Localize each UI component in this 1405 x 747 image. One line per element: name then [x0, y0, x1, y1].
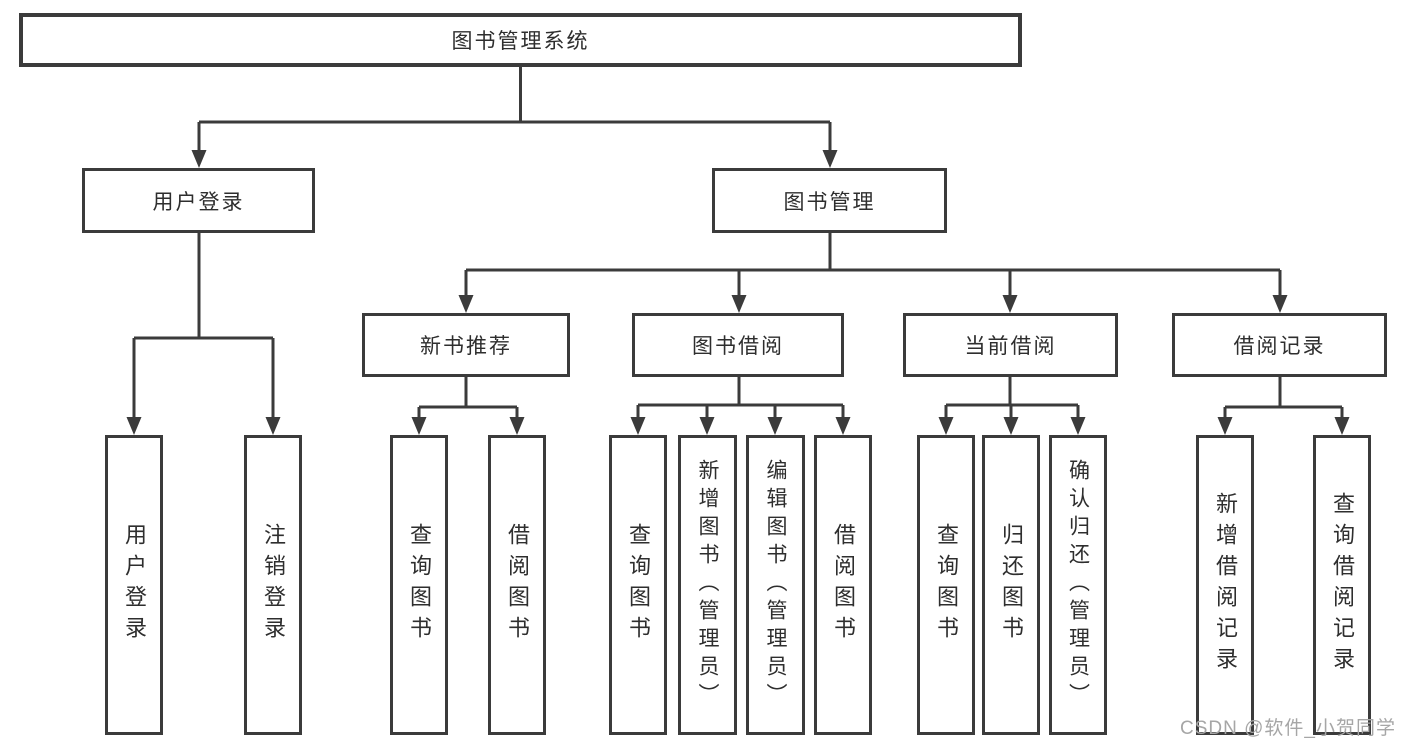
leaf-label: 借阅图书 — [505, 523, 530, 647]
leaf-label: 新增借阅记录 — [1213, 492, 1238, 678]
leaf-label: 查询图书 — [934, 523, 959, 647]
leaf-label: 用户登录 — [122, 523, 147, 647]
node-current-borrowing: 当前借阅 — [903, 313, 1118, 377]
leaf-label: 新增图书（管理员） — [696, 459, 719, 711]
leaf-label: 借阅图书 — [831, 523, 856, 647]
leaf-label: 归还图书 — [999, 523, 1024, 647]
node-leaf-bb-query-books: 查询图书 — [609, 435, 667, 735]
leaf-label: 确认归还（管理员） — [1066, 459, 1090, 711]
node-borrowing-records: 借阅记录 — [1172, 313, 1387, 377]
node-leaf-bb-add-books-admin: 新增图书（管理员） — [678, 435, 737, 735]
node-library-management-system: 图书管理系统 — [19, 13, 1022, 67]
node-user-login: 用户登录 — [82, 168, 315, 233]
node-leaf-rec-query-books: 查询图书 — [390, 435, 448, 735]
node-leaf-cb-confirm-return-admin: 确认归还（管理员） — [1049, 435, 1107, 735]
csdn-watermark: CSDN @软件_小贺同学 — [1180, 718, 1396, 739]
node-leaf-br-query-record: 查询借阅记录 — [1313, 435, 1371, 735]
leaf-label: 查询图书 — [626, 523, 651, 647]
node-leaf-user-login: 用户登录 — [105, 435, 163, 735]
leaf-label: 查询图书 — [407, 523, 432, 647]
node-new-book-recommendation: 新书推荐 — [362, 313, 570, 377]
node-leaf-bb-edit-books-admin: 编辑图书（管理员） — [746, 435, 805, 735]
node-leaf-br-add-record: 新增借阅记录 — [1196, 435, 1254, 735]
node-leaf-cb-query-books: 查询图书 — [917, 435, 975, 735]
node-leaf-bb-borrow-books: 借阅图书 — [814, 435, 872, 735]
node-leaf-cb-return-books: 归还图书 — [982, 435, 1040, 735]
leaf-label: 注销登录 — [261, 523, 286, 647]
leaf-label: 查询借阅记录 — [1330, 492, 1355, 678]
leaf-label: 编辑图书（管理员） — [764, 459, 787, 711]
node-leaf-logout: 注销登录 — [244, 435, 302, 735]
node-book-management: 图书管理 — [712, 168, 947, 233]
node-book-borrowing: 图书借阅 — [632, 313, 844, 377]
node-leaf-rec-borrow-books: 借阅图书 — [488, 435, 546, 735]
